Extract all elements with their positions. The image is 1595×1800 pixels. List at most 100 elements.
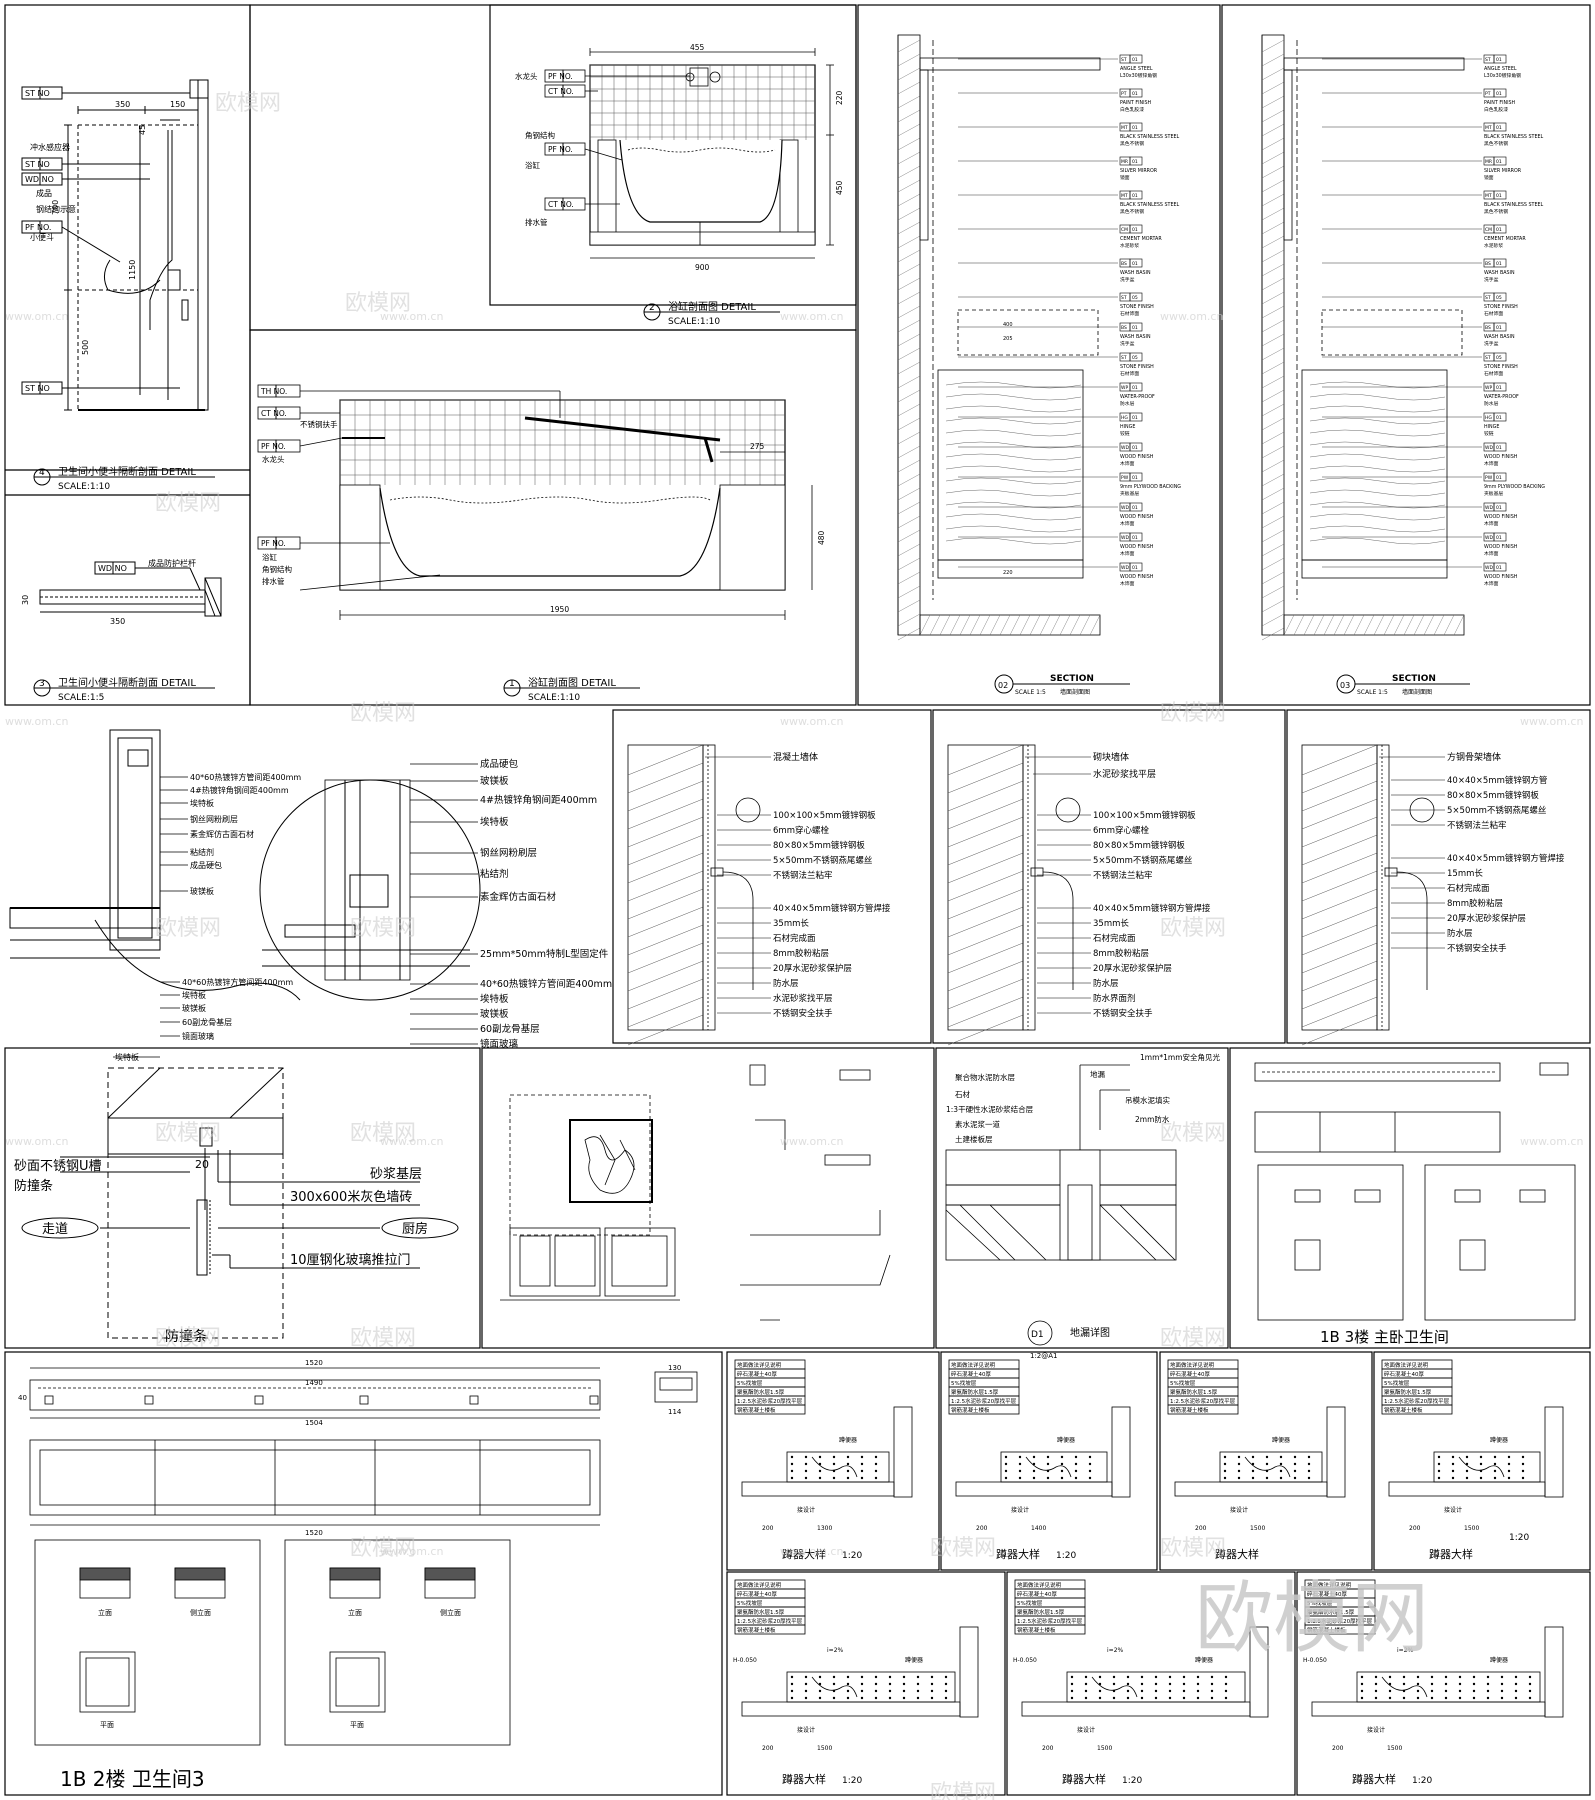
- aggregate: [930, 1689, 934, 1693]
- material-label: 砌块墙体: [1093, 751, 1129, 763]
- svg-text:10厘钢化玻璃推拉门: 10厘钢化玻璃推拉门: [290, 1253, 411, 1268]
- material-label: 成品硬包: [190, 860, 222, 870]
- legend-tag: PW: [1485, 475, 1493, 481]
- squat-note: 地面做法详见说明: [737, 1361, 782, 1369]
- aggregate: [1018, 1455, 1022, 1459]
- material-label: 5×50mm不锈钢燕尾螺丝: [773, 855, 873, 866]
- aggregate: [1479, 1455, 1483, 1459]
- squat-pan: [811, 1676, 858, 1698]
- squat-label: 接设计: [1011, 1506, 1029, 1514]
- squat-note: 地面做法详见说明: [951, 1361, 996, 1369]
- material-label: 埃特板: [190, 798, 214, 808]
- aggregate: [1528, 1675, 1532, 1679]
- detail-number: 3: [39, 679, 45, 689]
- watermark-url: www.om.cn: [780, 1135, 843, 1148]
- legend-tag: 05: [1496, 295, 1502, 301]
- panel-frames: [4, 4, 1591, 1796]
- svg-text:PF NO.: PF NO.: [261, 442, 286, 451]
- svg-text:浴缸剖面图 DETAIL: 浴缸剖面图 DETAIL: [668, 300, 756, 313]
- slab: [1021, 1701, 1251, 1717]
- material-label: 石材完成面: [1447, 883, 1490, 894]
- door-detail: [21, 1067, 459, 1339]
- aggregate: [1032, 1476, 1036, 1480]
- legend-cn: 镜面: [1120, 174, 1130, 181]
- fill-layer: [1000, 1451, 1108, 1483]
- squat-note: 5%找坡层: [1170, 1379, 1196, 1387]
- legend-cn: 木饰面: [1484, 580, 1499, 587]
- squat-dim: 1500: [1097, 1745, 1112, 1752]
- squat-note: 5%找坡层: [737, 1599, 763, 1607]
- slab: [955, 1481, 1113, 1497]
- legend-cn: 洗手盆: [1120, 340, 1135, 347]
- aggregate: [1416, 1696, 1420, 1700]
- svg-text:侧立面: 侧立面: [190, 1608, 211, 1617]
- legend-en: WATER-PROOF: [1484, 394, 1519, 400]
- watermark-url: www.om.cn: [1160, 310, 1223, 323]
- aggregate: [804, 1469, 808, 1473]
- legend-en: CEMENT MORTAR: [1120, 236, 1162, 242]
- aggregate: [1088, 1476, 1092, 1480]
- material-label: 玻镁板: [480, 775, 509, 787]
- aggregate: [874, 1455, 878, 1459]
- floor: [1283, 614, 1465, 636]
- ceiling: [919, 57, 1101, 71]
- legend-tag: BS: [1121, 325, 1127, 331]
- aggregate: [1486, 1696, 1490, 1700]
- aggregate: [1196, 1682, 1200, 1686]
- aggregate: [902, 1682, 906, 1686]
- squat-note: 地面做法详见说明: [737, 1581, 782, 1589]
- wall-stone-leaders: [113, 763, 478, 1058]
- aggregate: [1374, 1675, 1378, 1679]
- aggregate: [1224, 1682, 1228, 1686]
- watermark: 欧模网: [350, 701, 416, 726]
- aggregate: [832, 1469, 836, 1473]
- tag-wd: WD NO: [98, 564, 127, 573]
- squat-caption: 蹲器大样: [1215, 1547, 1259, 1561]
- aggregate: [1479, 1476, 1483, 1480]
- aggregate: [1402, 1682, 1406, 1686]
- aggregate: [1112, 1675, 1116, 1679]
- aggregate: [1223, 1462, 1227, 1466]
- wall-stone-detail: [9, 729, 481, 1001]
- aggregate: [1472, 1682, 1476, 1686]
- panel-2-bathtub: [544, 48, 834, 259]
- legend-tag: 01: [1132, 193, 1138, 199]
- material-label: 40×40×5mm镀锌钢方管焊接: [1093, 903, 1211, 914]
- squat-note: 钢筋混凝土楼板: [1170, 1406, 1209, 1414]
- legend-tag: BS: [1485, 325, 1491, 331]
- legend-en: STONE FINISH: [1120, 304, 1154, 310]
- legend-en: CEMENT MORTAR: [1484, 236, 1526, 242]
- legend-cn: 木饰面: [1120, 520, 1135, 527]
- squat-note: 地面做法详见说明: [1307, 1581, 1352, 1589]
- aggregate: [832, 1675, 836, 1679]
- svg-text:走道: 走道: [42, 1222, 68, 1237]
- legend-cn: 木饰面: [1120, 460, 1135, 467]
- legend-tag: BS: [1121, 261, 1127, 267]
- material-label: 40*60热镀锌方管间距400mm: [190, 772, 301, 782]
- squat-pan: [1091, 1676, 1138, 1698]
- aggregate: [832, 1689, 836, 1693]
- slab: [1311, 1701, 1546, 1717]
- aggregate: [1098, 1689, 1102, 1693]
- svg-text:CT NO.: CT NO.: [548, 87, 574, 96]
- cabinet-3f-detail: [1254, 1062, 1576, 1321]
- aggregate: [1046, 1455, 1050, 1459]
- basin-outline: [1321, 309, 1463, 356]
- squat-note: 聚氨酯防水层1.5厚: [737, 1608, 785, 1616]
- squat-note: 1:2.5水泥砂浆20厚找平层: [1017, 1617, 1083, 1625]
- legend-tag: 01: [1132, 535, 1138, 541]
- aggregate: [1528, 1682, 1532, 1686]
- material-label: 防水层: [773, 978, 799, 989]
- material-label: 5×50mm不锈钢燕尾螺丝: [1447, 805, 1547, 816]
- panel-3-plan: [39, 561, 222, 617]
- aggregate: [1098, 1696, 1102, 1700]
- aggregate: [1293, 1462, 1297, 1466]
- aggregate: [1154, 1682, 1158, 1686]
- legend-tag: WD: [1121, 445, 1129, 451]
- aggregate: [1444, 1689, 1448, 1693]
- squat-caption: 蹲器大样: [996, 1547, 1040, 1561]
- squat-scale: 1:20: [1056, 1551, 1076, 1561]
- aggregate: [944, 1675, 948, 1679]
- handrail: [1042, 871, 1074, 990]
- legend-tag: ST: [1121, 57, 1127, 63]
